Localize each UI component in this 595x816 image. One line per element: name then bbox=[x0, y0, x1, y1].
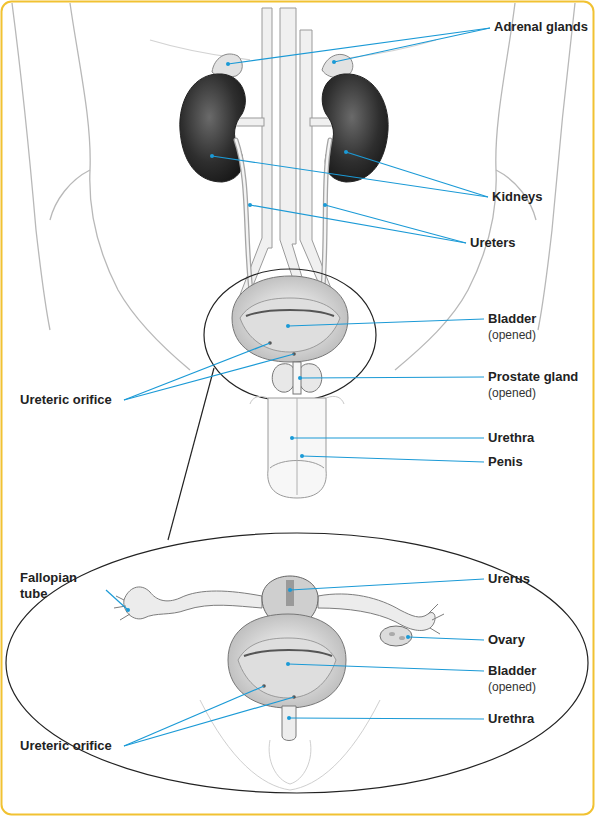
organ-note: (opened) bbox=[488, 385, 536, 401]
female-inset bbox=[6, 533, 588, 793]
female-pelvis-outline bbox=[200, 700, 380, 790]
female-urethra bbox=[282, 706, 296, 741]
leader-lines bbox=[106, 28, 490, 746]
organ-label: Urethra bbox=[488, 430, 534, 446]
kidneys bbox=[180, 74, 388, 182]
organ-label: Urerus bbox=[488, 571, 530, 587]
organ-label: Kidneys bbox=[492, 189, 543, 205]
organ-note: (opened) bbox=[488, 327, 536, 343]
organ-label: Bladder bbox=[488, 311, 536, 327]
organ-label: Penis bbox=[488, 454, 523, 470]
organ-label: Ureteric orifice bbox=[20, 392, 112, 408]
adrenal-glands bbox=[212, 54, 353, 78]
organ-label: Bladder bbox=[488, 663, 536, 679]
organ-note: (opened) bbox=[488, 679, 536, 695]
organ-label: Ureteric orifice bbox=[20, 738, 112, 754]
zoom-line bbox=[168, 368, 214, 540]
penis bbox=[250, 396, 344, 498]
zoom-ellipse bbox=[204, 269, 376, 401]
ovary bbox=[380, 626, 412, 646]
body-outline bbox=[12, 3, 575, 370]
organ-label: Fallopian tube bbox=[20, 570, 104, 602]
organ-label: Ureters bbox=[470, 235, 516, 251]
organ-label: Urethra bbox=[488, 711, 534, 727]
leader-dots bbox=[126, 60, 410, 720]
male-bladder bbox=[232, 276, 348, 362]
organ-label: Adrenal glands bbox=[494, 19, 588, 35]
organ-label: Prostate gland bbox=[488, 369, 578, 385]
organ-label: Ovary bbox=[488, 632, 525, 648]
